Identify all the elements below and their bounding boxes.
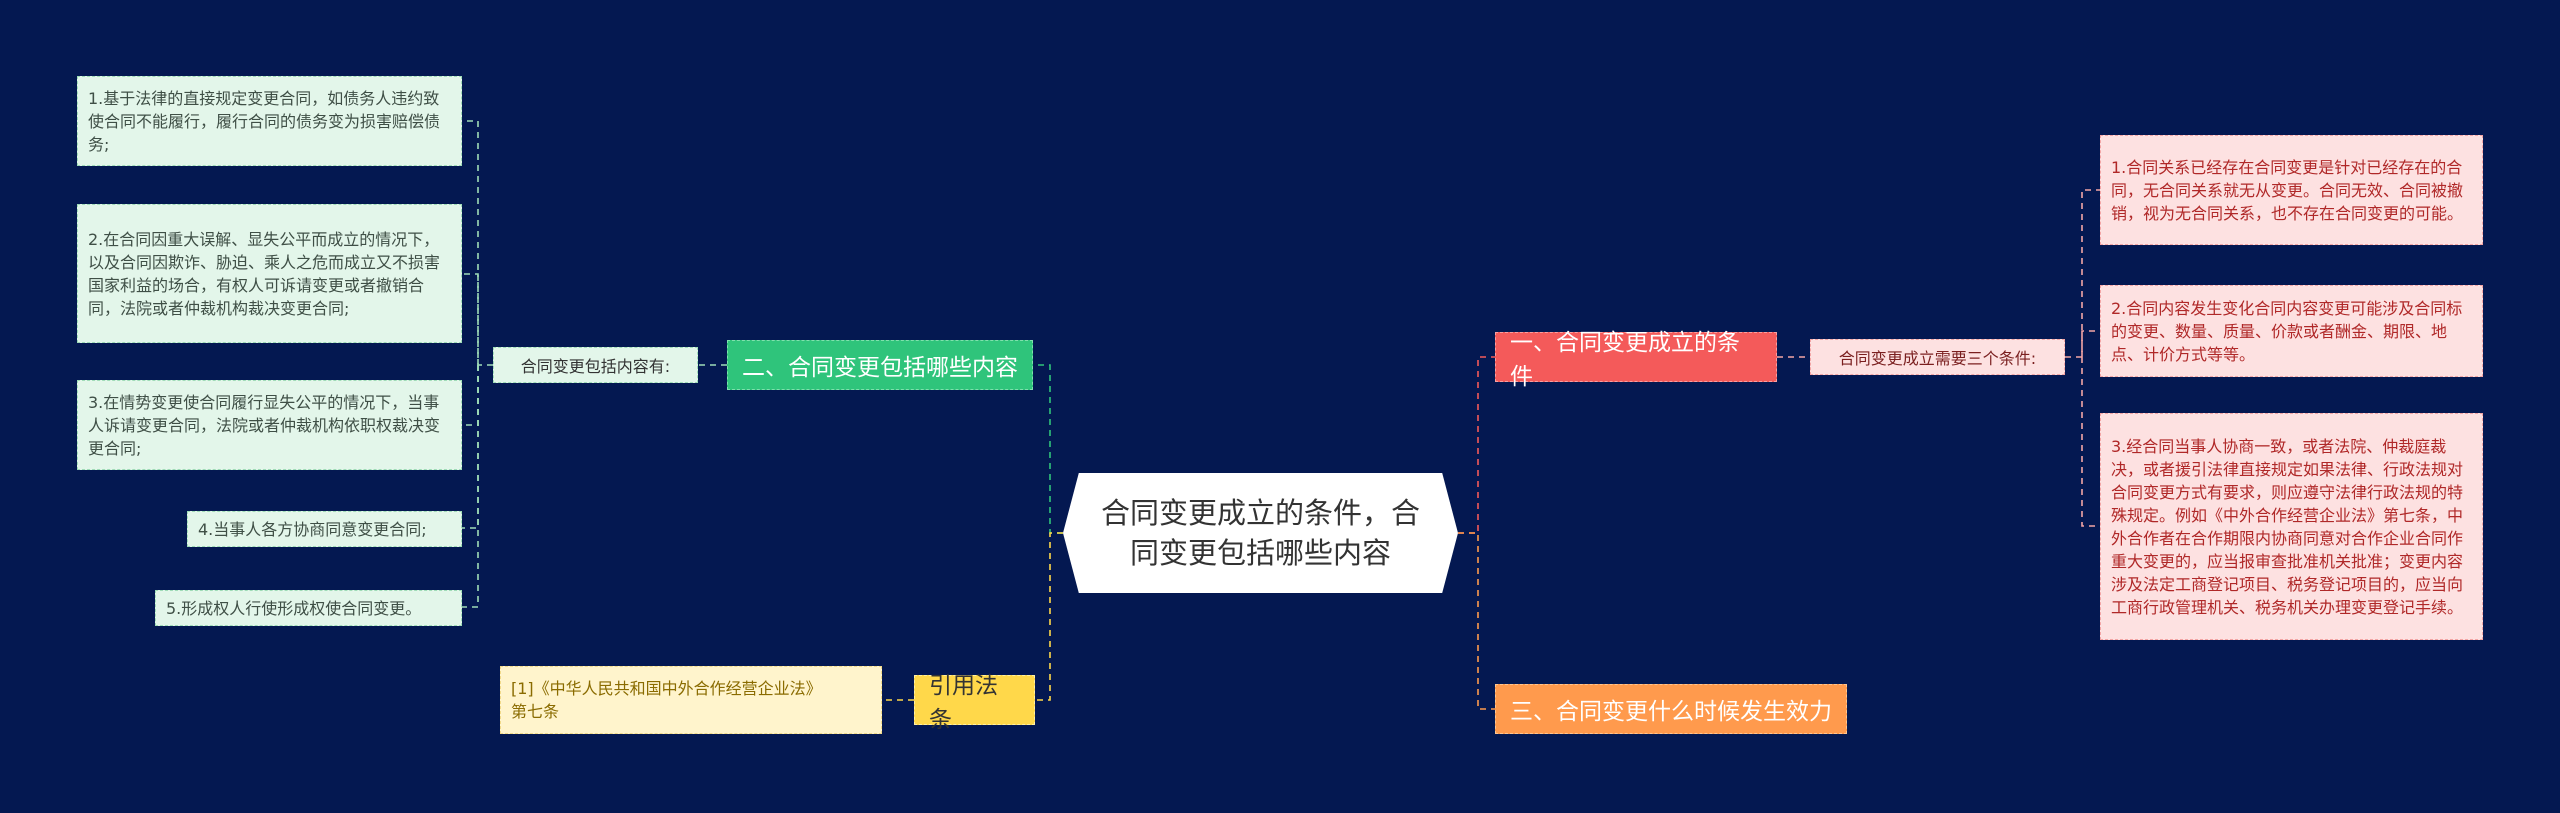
- branch-condition[interactable]: 一、合同变更成立的条件: [1495, 330, 1777, 390]
- citation-item-1[interactable]: [1]《中华人民共和国中外合作经营企业法》 第七条: [500, 666, 882, 734]
- content-item-3[interactable]: 3.在情势变更使合同履行显失公平的情况下，当事人诉请变更合同，法院或者仲裁机构依…: [77, 380, 462, 470]
- root-title: 合同变更成立的条件，合 同变更包括哪些内容: [1100, 496, 1420, 570]
- content-item-3-text: 3.在情势变更使合同履行显失公平的情况下，当事人诉请变更合同，法院或者仲裁机构依…: [88, 392, 441, 458]
- content-item-1-text: 1.基于法律的直接规定变更合同，如债务人违约致使合同不能履行，履行合同的债务变为…: [88, 88, 441, 154]
- branch-citation-label: 引用法条: [929, 673, 998, 733]
- branch-effect-label: 三、合同变更什么时候发生效力: [1510, 699, 1832, 725]
- condition-item-2-text: 2.合同内容发生变化合同内容变更可能涉及合同标的变更、数量、质量、价款或者酬金、…: [2111, 298, 2463, 364]
- condition-item-3-text: 3.经合同当事人协商一致，或者法院、仲裁庭裁决，或者援引法律直接规定如果法律、行…: [2111, 436, 2464, 617]
- branch-content-label: 二、合同变更包括哪些内容: [742, 355, 1018, 381]
- content-item-4[interactable]: 4.当事人各方协商同意变更合同;: [187, 511, 462, 547]
- condition-summary-label: 合同变更成立需要三个条件:: [1838, 349, 2037, 368]
- content-summary-label: 合同变更包括内容有:: [520, 357, 671, 376]
- content-item-1[interactable]: 1.基于法律的直接规定变更合同，如债务人违约致使合同不能履行，履行合同的债务变为…: [77, 76, 462, 166]
- branch-content[interactable]: 二、合同变更包括哪些内容: [727, 340, 1033, 390]
- condition-summary[interactable]: 合同变更成立需要三个条件:: [1810, 339, 2065, 375]
- branch-citation[interactable]: 引用法条: [914, 673, 1035, 733]
- content-item-2[interactable]: 2.在合同因重大误解、显失公平而成立的情况下，以及合同因欺诈、胁迫、乘人之危而成…: [77, 204, 462, 343]
- content-item-5[interactable]: 5.形成权人行使形成权使合同变更。: [155, 590, 462, 626]
- content-item-4-text: 4.当事人各方协商同意变更合同;: [198, 519, 427, 539]
- condition-item-1-text: 1.合同关系已经存在合同变更是针对已经存在的合同，无合同关系就无从变更。合同无效…: [2111, 157, 2464, 223]
- condition-item-1[interactable]: 1.合同关系已经存在合同变更是针对已经存在的合同，无合同关系就无从变更。合同无效…: [2100, 135, 2483, 245]
- root-topic[interactable]: 合同变更成立的条件，合 同变更包括哪些内容: [1063, 473, 1458, 593]
- condition-item-2[interactable]: 2.合同内容发生变化合同内容变更可能涉及合同标的变更、数量、质量、价款或者酬金、…: [2100, 285, 2483, 377]
- branch-condition-label: 一、合同变更成立的条件: [1510, 330, 1740, 390]
- branch-effect[interactable]: 三、合同变更什么时候发生效力: [1495, 684, 1847, 734]
- content-item-2-text: 2.在合同因重大误解、显失公平而成立的情况下，以及合同因欺诈、胁迫、乘人之危而成…: [88, 229, 441, 318]
- content-item-5-text: 5.形成权人行使形成权使合同变更。: [166, 598, 422, 618]
- content-summary[interactable]: 合同变更包括内容有:: [493, 347, 698, 383]
- citation-item-1-text: [1]《中华人民共和国中外合作经营企业法》 第七条: [511, 679, 822, 721]
- condition-item-3[interactable]: 3.经合同当事人协商一致，或者法院、仲裁庭裁决，或者援引法律直接规定如果法律、行…: [2100, 413, 2483, 640]
